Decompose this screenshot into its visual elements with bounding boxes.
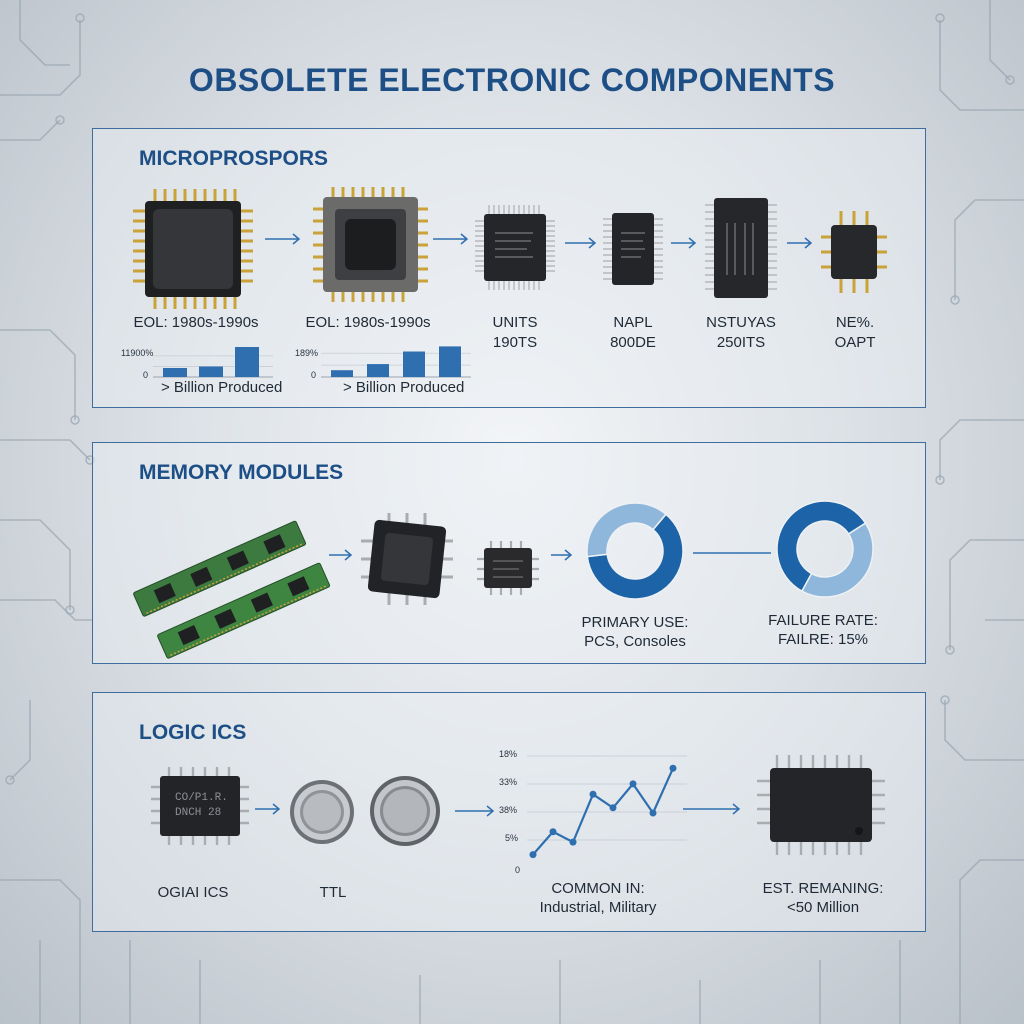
memory-heading: MEMORY MODULES [139, 461, 344, 484]
bar [235, 347, 259, 377]
failure-rate-label: FAILURE RATE: [768, 612, 878, 629]
line-chart-tick-3: 38% [499, 805, 518, 815]
bar [367, 364, 389, 377]
est-remaining-value: <50 Million [786, 899, 860, 916]
ram-module-icon [133, 520, 331, 659]
bar [439, 346, 461, 377]
line-series [532, 767, 675, 856]
arrow-10 [683, 803, 741, 815]
chip-3-label-line1: UNITS [492, 314, 538, 331]
data-point [529, 851, 537, 859]
page-title: OBSOLETE ELECTRONIC COMPONENTS [188, 62, 836, 98]
donut-slice-minor [586, 502, 667, 558]
primary-use-label: PRIMARY USE: [581, 614, 689, 631]
arrow-5 [787, 237, 813, 249]
mini-chart-2-caption: > Billion Produced [343, 379, 465, 396]
common-in-label: COMMON IN: [551, 880, 645, 897]
chip-6-label-line2: OAPT [834, 334, 876, 351]
data-point [669, 764, 677, 772]
data-point [569, 838, 577, 846]
small-memory-chip-icon [477, 541, 539, 595]
qfp-chip-icon [475, 205, 555, 290]
ttl-can-icon-2 [370, 776, 440, 846]
line-chart-tick-2: 33% [499, 777, 518, 787]
bar [199, 366, 223, 377]
dip-chip-icon [705, 198, 777, 298]
chip-5-label-line1: NSTUYAS [706, 314, 776, 331]
mini-chart-1-ytop: 11900% [121, 348, 154, 358]
data-point [549, 828, 557, 836]
mini-chart-2-ytop: 189% [295, 348, 319, 358]
bar [163, 368, 187, 377]
large-logic-chip-icon [757, 755, 885, 855]
data-point [629, 780, 637, 788]
arrow-6 [329, 549, 353, 561]
logic-panel: LOGIC ICS CO/P1.R. DNCH 28 18% 33% 38% 5… [92, 692, 926, 932]
chip-6-label-line1: NE%. [835, 314, 875, 331]
est-remaining-label: EST. REMANING: [762, 880, 884, 897]
chip-5-label-line2: 250ITS [716, 334, 766, 351]
mini-chart-1-ybottom: 0 [143, 370, 149, 380]
line-chart-tick-1: 18% [499, 749, 518, 759]
donut-slice-major [586, 513, 684, 600]
chip-1-label: EOL: 1980s-1990s [133, 314, 259, 331]
bar [403, 351, 425, 377]
arrow-3 [565, 237, 597, 249]
arrow-4 [671, 237, 697, 249]
arrow-7 [551, 549, 573, 561]
mini-chart-1-caption: > Billion Produced [161, 379, 283, 396]
chip-2-label: EOL: 1980s-1990s [305, 314, 431, 331]
donut-slice-major [776, 500, 867, 593]
logic-chip-label: OGIAI ICS [157, 884, 229, 901]
failure-rate-value: FAILRE: 15% [777, 631, 869, 648]
bar [331, 370, 353, 377]
line-chart-tick-5: 0 [515, 865, 521, 875]
line-chart [527, 755, 687, 859]
connector-line [693, 552, 771, 554]
sop-chip-icon [603, 213, 663, 285]
logic-chip-text-1: CO/P1.R. [175, 792, 228, 804]
microprocessors-heading: MICROPROSPORS [139, 147, 329, 170]
primary-use-value: PCS, Consoles [584, 633, 686, 650]
chip-4-label-line2: 800DE [610, 334, 656, 351]
chip-3-label-line2: 190TS [492, 334, 538, 351]
common-in-value: Industrial, Military [539, 899, 657, 916]
logic-chip-text-2: DNCH 28 [175, 807, 221, 819]
logic-heading: LOGIC ICS [139, 721, 247, 744]
mini-chart-2 [321, 346, 471, 378]
logic-chip-icon: CO/P1.R. DNCH 28 [151, 767, 249, 845]
arrow-1 [265, 233, 301, 245]
donut-slice-minor [800, 522, 874, 598]
data-point [649, 809, 657, 817]
arrow-8 [255, 803, 281, 815]
data-point [589, 790, 597, 798]
arrow-2 [433, 233, 469, 245]
line-chart-tick-4: 5% [505, 833, 519, 843]
donut-chart-failure-rate [776, 500, 874, 598]
microprocessors-panel: MICROPROSPORS [92, 128, 926, 408]
data-point [609, 804, 617, 812]
ttl-label: TTL [319, 884, 347, 901]
small-qfp-chip-icon [821, 211, 887, 293]
plcc-chip-icon [313, 187, 428, 302]
mini-chart-1 [153, 347, 273, 378]
arrow-9 [455, 805, 495, 817]
bga-chip-icon [361, 513, 453, 605]
pga-chip-icon [133, 189, 253, 309]
chip-4-label-line1: NAPL [613, 314, 653, 331]
donut-chart-primary-use [586, 502, 684, 600]
memory-panel: MEMORY MODULES [92, 442, 926, 664]
mini-chart-2-ybottom: 0 [311, 370, 317, 380]
ttl-can-icon-1 [290, 780, 354, 844]
